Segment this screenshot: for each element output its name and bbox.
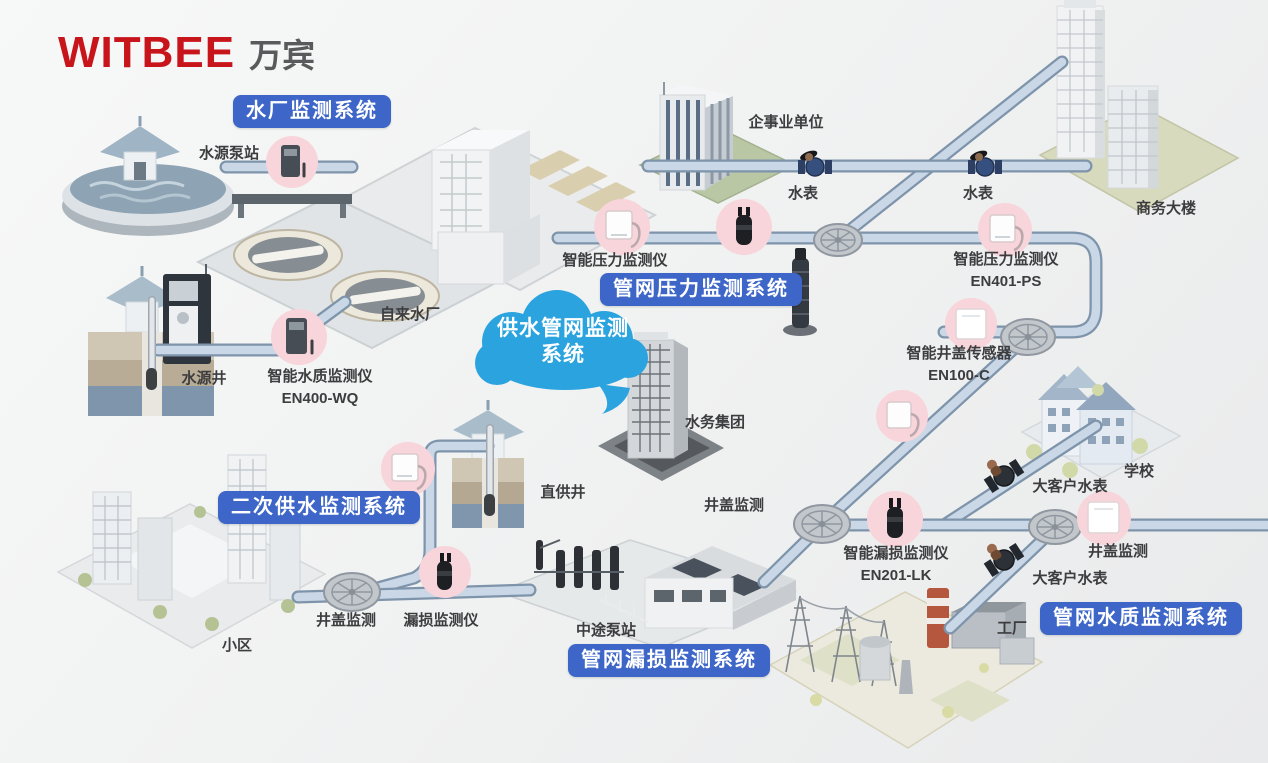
pressure-sensor-icon xyxy=(391,453,427,491)
badge-plant-monitoring: 水厂监测系统 xyxy=(233,95,391,128)
water-plant-illustration xyxy=(195,126,658,350)
badge-pipe-quality-monitoring: 管网水质监测系统 xyxy=(1040,602,1242,635)
device-callout-leak-probe-top xyxy=(716,199,772,255)
device-callout-en100 xyxy=(945,298,997,350)
label-quality-monitor: 智能水质监测仪 EN400-WQ xyxy=(267,366,372,410)
label-mid-pump-station: 中途泵站 xyxy=(575,622,637,639)
cloud-bubble xyxy=(475,290,648,414)
pressure-sensor-icon xyxy=(989,214,1024,252)
badge-pipe-leak-monitoring: 管网漏损监测系统 xyxy=(568,644,770,677)
pressure-sensor-icon xyxy=(886,401,920,438)
pump-station-illustration xyxy=(495,539,798,649)
manhole-icon xyxy=(1028,509,1082,545)
label-cover-monitor-mid: 井盖监测 xyxy=(703,497,765,514)
pressure-sensor-icon xyxy=(605,210,641,249)
label-business-building: 商务大楼 xyxy=(1135,200,1197,217)
badge-secondary-supply-monitoring: 二次供水监测系统 xyxy=(218,491,420,524)
device-callout-source-pump xyxy=(266,136,318,188)
label-en201-name: 智能漏损监测仪 xyxy=(843,545,949,562)
manhole-icon xyxy=(1000,318,1056,356)
label-big-customer-meter-2: 大客户水表 xyxy=(1032,570,1108,587)
label-cover-monitor-right: 井盖监测 xyxy=(1087,543,1149,560)
community-illustration xyxy=(56,454,327,649)
well-sensor-icon xyxy=(146,368,157,390)
label-en100-model: EN100-C xyxy=(928,367,990,384)
brand-logo-cn: 万宾 xyxy=(249,37,316,74)
label-meter-1: 水表 xyxy=(787,185,819,202)
label-direct-well: 直供井 xyxy=(540,484,586,501)
device-callout-pressure-monitor xyxy=(594,199,650,255)
label-school: 学校 xyxy=(1123,463,1155,480)
label-pressure-monitor: 智能压力监测仪 xyxy=(562,252,668,269)
leak-detector-icon xyxy=(887,498,903,538)
label-en100: 智能井盖传感器 EN100-C xyxy=(906,343,1011,387)
device-callout-leak-detector xyxy=(419,546,471,598)
large-customer-meter-icon xyxy=(983,542,1025,578)
label-source-well: 水源井 xyxy=(181,370,227,387)
label-leak-detector: 漏损监测仪 xyxy=(403,612,479,629)
enterprise-building-illustration xyxy=(638,82,797,204)
label-en100-name: 智能井盖传感器 xyxy=(906,345,1012,362)
brand-logo-text: WITBEE xyxy=(58,28,236,77)
device-callout-quality-monitor xyxy=(271,309,327,365)
label-en401: 智能压力监测仪 EN401-PS xyxy=(953,249,1058,293)
business-towers-illustration xyxy=(1038,0,1240,213)
label-en201: 智能漏损监测仪 EN201-LK xyxy=(843,543,948,587)
label-water-plant: 自来水厂 xyxy=(379,306,441,323)
manhole-sensor-icon xyxy=(955,308,987,340)
label-meter-2: 水表 xyxy=(962,185,994,202)
manhole-icon xyxy=(813,223,863,257)
large-customer-meter-icon xyxy=(983,458,1025,494)
label-cover-monitor-left: 井盖监测 xyxy=(315,612,377,629)
label-en201-model: EN201-LK xyxy=(860,567,932,584)
label-enterprise: 企事业单位 xyxy=(748,114,824,131)
school-illustration xyxy=(1020,366,1182,479)
label-en401-name: 智能压力监测仪 xyxy=(953,251,1059,268)
water-meter-icon xyxy=(968,150,1002,177)
manhole-icon xyxy=(323,572,381,612)
cloud-title-line2: 系统 xyxy=(541,343,585,366)
device-callout-diagonal-sensor xyxy=(876,390,928,442)
label-big-customer-meter-1: 大客户水表 xyxy=(1032,478,1108,495)
leak-detector-icon xyxy=(437,553,452,590)
manhole-icons xyxy=(323,223,1082,612)
cloud-title-line1: 供水管网监测 xyxy=(497,317,629,340)
factory-illustration xyxy=(768,588,1044,749)
label-quality-monitor-name: 智能水质监测仪 xyxy=(267,368,373,385)
cabinet-device-icon xyxy=(286,318,314,355)
label-quality-monitor-model: EN400-WQ xyxy=(281,390,359,407)
label-community: 小区 xyxy=(221,637,253,654)
label-factory: 工厂 xyxy=(996,620,1028,637)
label-source-pump-station: 水源泵站 xyxy=(198,145,260,162)
device-callout-en401 xyxy=(978,203,1032,257)
brand-logo: WITBEE 万宾 xyxy=(58,28,315,78)
label-en401-model: EN401-PS xyxy=(970,273,1042,290)
manhole-icon xyxy=(793,504,851,544)
device-callout-en201 xyxy=(867,491,923,547)
device-callout-cover-right xyxy=(1077,491,1131,545)
cloud-title: 供水管网监测 系统 xyxy=(468,316,658,368)
water-meter-icon xyxy=(798,150,832,177)
reservoir-illustration xyxy=(62,116,234,236)
manhole-sensor-icon xyxy=(1087,501,1120,534)
cabinet-device-icon xyxy=(281,145,306,178)
well-sensor-icon xyxy=(484,494,495,516)
label-water-group: 水务集团 xyxy=(684,414,746,431)
badge-pipe-pressure-monitoring: 管网压力监测系统 xyxy=(600,273,802,306)
device-callout-secondary-sensor xyxy=(381,442,435,496)
leak-detector-icon xyxy=(736,207,752,245)
